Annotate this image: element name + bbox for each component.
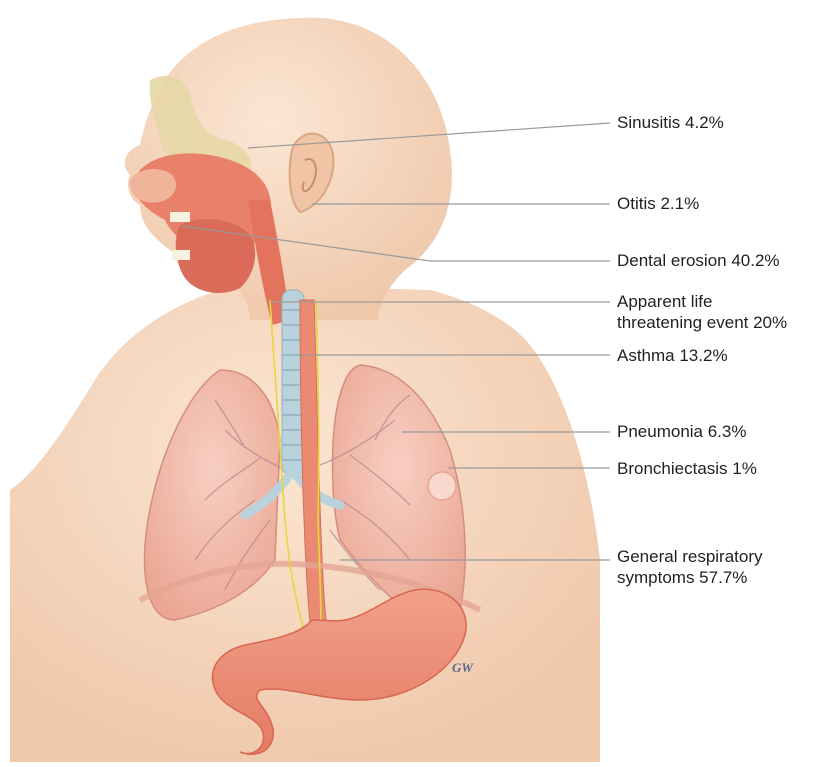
label-line: Pneumonia 6.3% <box>617 421 746 442</box>
artist-signature: GW <box>452 660 474 675</box>
lower-teeth <box>172 250 190 260</box>
label-sinusitis: Sinusitis 4.2% <box>617 112 724 133</box>
label-line: symptoms 57.7% <box>617 567 763 588</box>
label-line: Sinusitis 4.2% <box>617 112 724 133</box>
label-asthma: Asthma 13.2% <box>617 345 728 366</box>
label-bronchiectasis: Bronchiectasis 1% <box>617 458 757 479</box>
label-line: Apparent life <box>617 291 787 312</box>
label-line: Asthma 13.2% <box>617 345 728 366</box>
label-general-respiratory: General respiratory symptoms 57.7% <box>617 546 763 588</box>
label-otitis: Otitis 2.1% <box>617 193 699 214</box>
label-alte: Apparent life threatening event 20% <box>617 291 787 333</box>
label-pneumonia: Pneumonia 6.3% <box>617 421 746 442</box>
label-line: threatening event 20% <box>617 312 787 333</box>
label-line: Otitis 2.1% <box>617 193 699 214</box>
label-line: Dental erosion 40.2% <box>617 250 780 271</box>
label-line: General respiratory <box>617 546 763 567</box>
label-dental-erosion: Dental erosion 40.2% <box>617 250 780 271</box>
teeth <box>170 212 190 222</box>
bronchiectasis-nodule <box>428 472 456 500</box>
label-line: Bronchiectasis 1% <box>617 458 757 479</box>
